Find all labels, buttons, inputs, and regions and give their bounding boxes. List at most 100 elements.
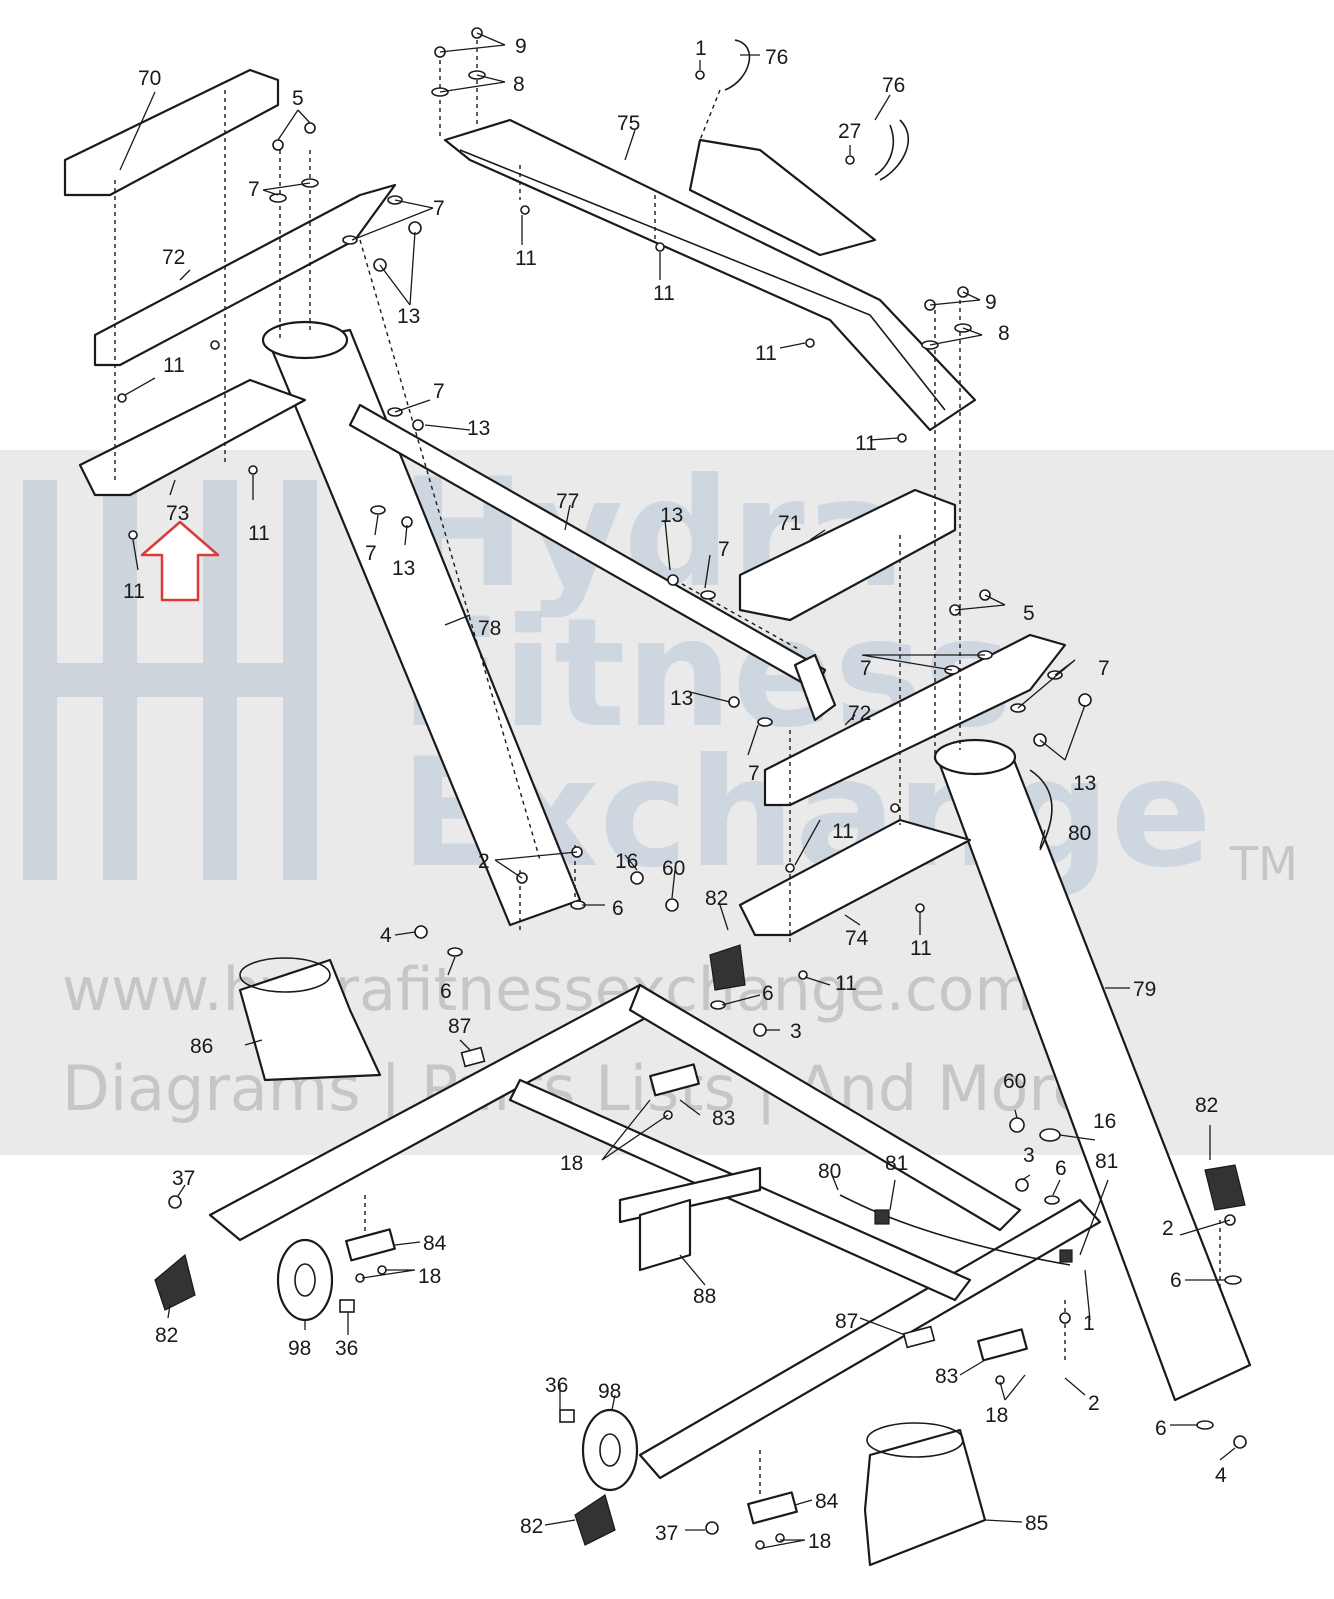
label-6: 6: [612, 897, 624, 920]
label-82: 82: [155, 1324, 178, 1347]
label-9: 9: [515, 35, 527, 58]
base-frame: [208, 983, 1102, 1480]
label-2: 2: [1088, 1392, 1100, 1415]
leader-lines: [119, 32, 1236, 1549]
part-85-upright-cover: [863, 1422, 987, 1567]
label-6: 6: [762, 982, 774, 1005]
label-87: 87: [835, 1310, 858, 1333]
label-80: 80: [818, 1160, 841, 1183]
label-98: 98: [598, 1380, 621, 1403]
label-11: 11: [653, 282, 675, 305]
label-16: 16: [1093, 1110, 1116, 1133]
label-18: 18: [808, 1530, 831, 1553]
label-98: 98: [288, 1337, 311, 1360]
label-1: 1: [1083, 1312, 1095, 1335]
part-73-tray-left: [78, 378, 307, 497]
label-8: 8: [998, 322, 1010, 345]
label-7: 7: [365, 542, 377, 565]
part-78-left-upright: [261, 320, 582, 927]
label-78: 78: [478, 617, 501, 640]
label-36: 36: [335, 1337, 358, 1360]
label-16: 16: [615, 850, 638, 873]
label-6: 6: [1055, 1157, 1067, 1180]
label-13: 13: [670, 687, 693, 710]
label-83: 83: [935, 1365, 958, 1388]
label-9: 9: [985, 291, 997, 314]
label-2: 2: [1162, 1217, 1174, 1240]
label-76: 76: [882, 74, 905, 97]
part-88-bracket: [638, 1198, 692, 1272]
label-13: 13: [467, 417, 490, 440]
label-27: 27: [838, 120, 861, 143]
part-74-tray-right: [738, 818, 972, 937]
watermark-logo-icon: [23, 480, 317, 880]
label-7: 7: [718, 538, 730, 561]
label-7: 7: [248, 178, 260, 201]
label-11: 11: [910, 937, 932, 960]
label-84: 84: [423, 1232, 447, 1255]
label-85: 85: [1025, 1512, 1048, 1535]
label-11: 11: [832, 820, 854, 843]
label-60: 60: [662, 857, 685, 880]
label-7: 7: [860, 657, 872, 680]
label-13: 13: [392, 557, 415, 580]
part-98-wheel-left: [276, 1238, 334, 1322]
label-7: 7: [433, 197, 445, 220]
part-84-plates: [345, 1063, 1028, 1525]
part-79-right-upright: [933, 738, 1252, 1402]
label-11: 11: [855, 432, 877, 455]
label-11: 11: [835, 972, 857, 995]
label-18: 18: [560, 1152, 583, 1175]
part-71-armrest-cover: [738, 488, 957, 622]
label-36: 36: [545, 1374, 568, 1397]
label-76: 76: [765, 46, 788, 69]
label-4: 4: [380, 924, 392, 947]
label-83: 83: [712, 1107, 735, 1130]
label-60: 60: [1003, 1070, 1026, 1093]
label-6: 6: [440, 980, 452, 1003]
label-11: 11: [163, 354, 185, 377]
highlight-arrow-icon: [140, 520, 220, 602]
label-11: 11: [515, 247, 537, 270]
callout-labels: 70 5 7 7 72 13 11 7 13 73 11 11 7 13 9 8…: [123, 35, 1227, 1553]
part-82-end-caps: [154, 944, 1246, 1546]
part-86-upright-cover: [238, 957, 382, 1082]
label-82: 82: [705, 887, 728, 910]
label-13: 13: [660, 504, 683, 527]
part-75-console-frame: [443, 118, 977, 432]
label-72: 72: [162, 246, 185, 269]
wire-harnesses: [724, 39, 1073, 1266]
label-86: 86: [190, 1035, 213, 1058]
label-81: 81: [885, 1152, 908, 1175]
label-8: 8: [513, 73, 525, 96]
label-75: 75: [617, 112, 640, 135]
label-11: 11: [755, 342, 777, 365]
label-13: 13: [1073, 772, 1096, 795]
label-11: 11: [248, 522, 270, 545]
label-3: 3: [790, 1020, 802, 1043]
label-5: 5: [292, 87, 304, 110]
label-7: 7: [1098, 657, 1110, 680]
label-82: 82: [520, 1515, 543, 1538]
label-18: 18: [418, 1265, 441, 1288]
label-13: 13: [397, 305, 420, 328]
watermark-url: www.hydrafitnessexchange.com: [62, 955, 1033, 1025]
label-79: 79: [1133, 978, 1156, 1001]
label-37: 37: [655, 1522, 678, 1545]
part-72-handrail-right: [763, 633, 1067, 807]
label-6: 6: [1155, 1417, 1167, 1440]
label-5: 5: [1023, 602, 1035, 625]
label-3: 3: [1023, 1144, 1035, 1167]
label-73: 73: [166, 502, 189, 525]
part-77-crossbar: [348, 403, 837, 722]
label-80: 80: [1068, 822, 1091, 845]
label-2: 2: [478, 850, 490, 873]
label-71: 71: [778, 512, 801, 535]
label-88: 88: [693, 1285, 716, 1308]
label-87: 87: [448, 1015, 471, 1038]
label-74: 74: [845, 927, 869, 950]
assembly-lines: [114, 40, 1221, 1495]
label-4: 4: [1215, 1464, 1227, 1487]
label-77: 77: [556, 490, 579, 513]
label-81: 81: [1095, 1150, 1118, 1173]
